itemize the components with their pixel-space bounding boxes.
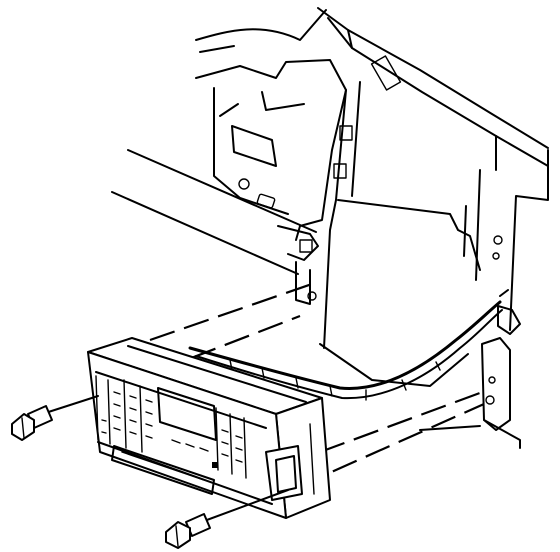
dash-edge-line-lower — [111, 191, 299, 275]
wiring-harness — [188, 300, 503, 401]
dash-edge-line-upper — [127, 149, 317, 233]
module-connector — [265, 445, 303, 501]
screw-lower-head — [165, 521, 191, 549]
upper-bracket-panel — [231, 125, 277, 167]
upper-bracket-fold — [261, 91, 305, 111]
button-marks — [101, 391, 243, 463]
left-column-lines — [95, 375, 111, 445]
right-pillar — [509, 149, 549, 331]
dashboard-frame — [111, 7, 549, 387]
harness-wraps — [229, 359, 441, 401]
side-bracket-hole-1 — [488, 376, 496, 384]
align-line-right-upper — [319, 388, 489, 454]
mid-bracket — [277, 225, 319, 261]
side-bracket-lower-edge — [419, 425, 481, 431]
align-line-right-lower — [299, 402, 485, 488]
alignment-lines — [123, 282, 489, 488]
right-bolt-upper — [493, 235, 503, 245]
top-slot — [370, 55, 402, 91]
center-channel-right — [351, 81, 361, 197]
connector-inner — [275, 455, 297, 493]
upper-bracket-slot — [256, 193, 276, 209]
right-clip — [497, 305, 521, 335]
module-display — [157, 387, 217, 441]
side-bracket-body — [481, 337, 511, 431]
right-rib-2 — [463, 205, 467, 257]
switch-strip-detail — [121, 451, 205, 481]
harness-lower-strand — [195, 309, 503, 400]
lower-panel-bottom — [319, 343, 469, 387]
screw-left-head-edge — [21, 417, 25, 439]
mid-bracket-tab — [295, 261, 311, 305]
align-line-top — [149, 282, 313, 342]
side-mounting-bracket — [419, 337, 521, 449]
mounting-screw-left — [11, 395, 99, 441]
windshield-edge-inner — [327, 17, 549, 167]
harness-upper-strand — [188, 300, 502, 390]
center-bolt-2 — [333, 163, 347, 179]
lower-panel-top — [337, 199, 481, 271]
side-face-groove — [309, 423, 315, 495]
mounting-screw-lower — [165, 489, 289, 549]
module-switch-strip — [111, 445, 215, 495]
mid-bracket-hole — [307, 291, 317, 301]
center-channel-left — [323, 89, 347, 349]
screw-lower-shaft-line — [195, 489, 289, 525]
climate-control-module — [87, 337, 331, 519]
right-bolt-small — [492, 252, 500, 260]
module-front-face — [87, 351, 287, 519]
button-columns — [123, 379, 247, 479]
align-line-mid — [123, 314, 301, 386]
dash-top-edge — [199, 45, 235, 53]
side-bracket-foot — [483, 419, 521, 449]
windshield-step — [347, 29, 353, 49]
dash-top-skin — [195, 9, 327, 41]
side-bracket-hole-2 — [485, 395, 495, 405]
upper-bracket-hole — [238, 178, 250, 190]
mid-bracket-bolt — [299, 239, 313, 253]
right-clip-tab — [499, 289, 509, 297]
module-led — [212, 462, 218, 468]
windshield-edge-outer — [317, 7, 549, 149]
screw-lower-head-edge — [175, 525, 179, 547]
upper-bracket-notch — [219, 103, 239, 117]
upper-bracket-left-face — [213, 87, 289, 215]
upper-bracket-outline — [195, 59, 347, 241]
module-top-ridge — [127, 345, 307, 403]
center-bolt-1 — [339, 125, 353, 141]
